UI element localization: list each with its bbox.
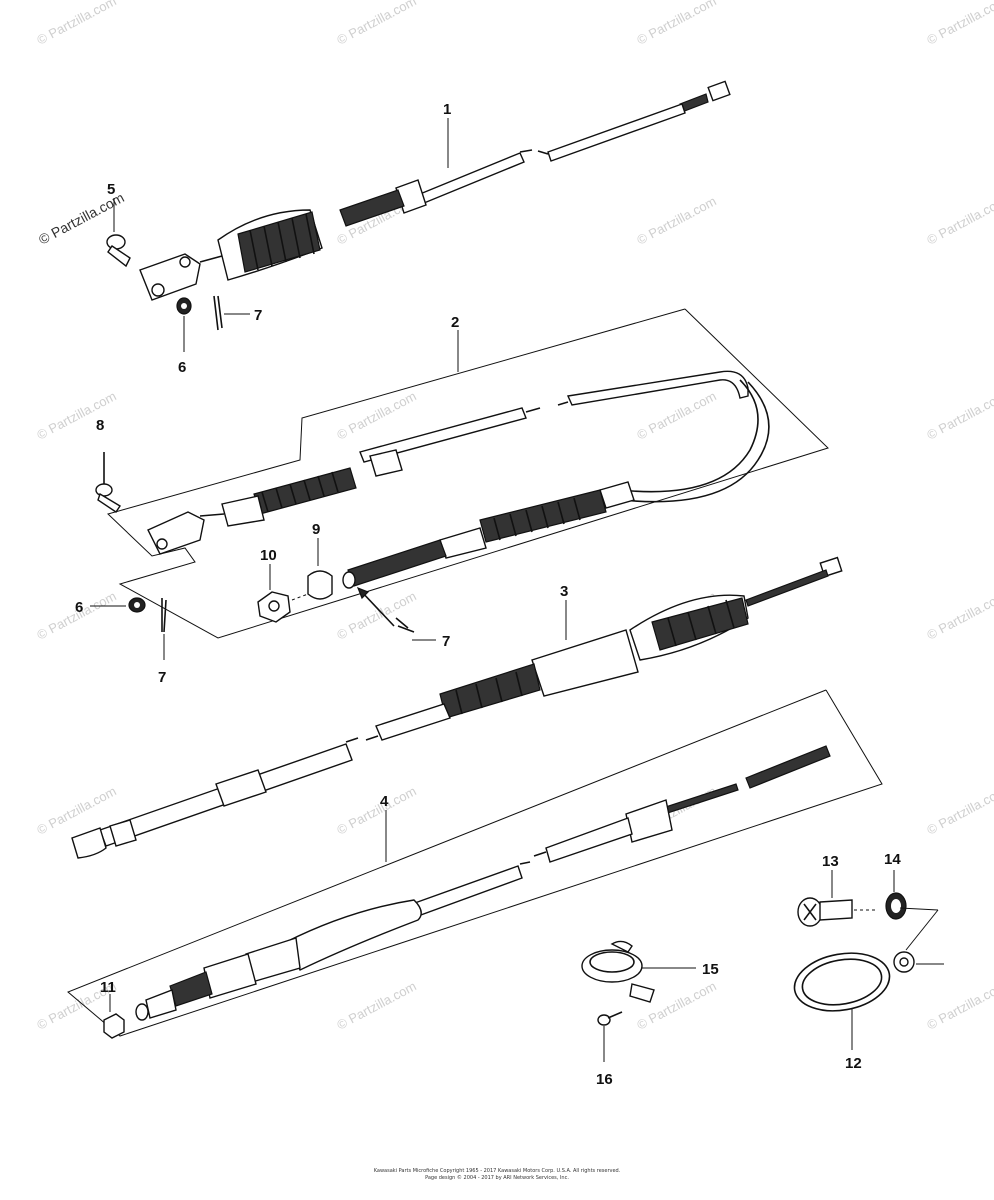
part-3-cable[interactable]	[71, 556, 843, 859]
part-13-screw[interactable]	[797, 870, 878, 927]
callout-14: 14	[884, 851, 901, 868]
watermark: © Partzilla.com	[34, 0, 118, 48]
watermark: © Partzilla.com	[924, 193, 994, 247]
callout-3: 3	[560, 583, 568, 600]
part-15-clamp[interactable]	[581, 940, 696, 1003]
watermark: © Partzilla.com	[924, 783, 994, 837]
copyright-line-1: Kawasaki Parts Microfiche Copyright 1965…	[373, 1168, 621, 1174]
copyright-line-2: Page design © 2004 - 2017 by ARI Network…	[425, 1175, 569, 1181]
callout-6: 6	[178, 359, 186, 376]
leader-lines	[113, 118, 567, 862]
watermark: © Partzilla.com	[924, 978, 994, 1032]
part-5-pin[interactable]	[106, 234, 131, 268]
callout-15: 15	[702, 961, 719, 978]
callout-1: 1	[443, 101, 451, 118]
callout-2: 2	[451, 314, 459, 331]
watermark: © Partzilla.com	[634, 0, 718, 48]
part-11-nut[interactable]	[103, 994, 125, 1039]
part-4-cable[interactable]	[135, 745, 831, 1021]
callout-7: 7	[254, 307, 262, 324]
callout-13: 13	[822, 853, 839, 870]
callout-6: 6	[75, 599, 83, 616]
part-2-group-outline	[107, 308, 829, 639]
part-14-washer[interactable]	[885, 870, 907, 920]
watermark: © Partzilla.com	[334, 783, 418, 837]
part-8-pin[interactable]	[95, 452, 121, 513]
watermark: © Partzilla.com	[924, 588, 994, 642]
part-9-collar[interactable]	[307, 538, 333, 600]
callout-4: 4	[380, 793, 389, 810]
part-16-screw[interactable]	[597, 1011, 623, 1062]
part-7-cotter-pin[interactable]	[356, 586, 436, 641]
watermark: © Partzilla.com	[334, 0, 418, 48]
part-10-nut[interactable]	[257, 564, 309, 623]
callout-11: 11	[100, 979, 116, 996]
callout-12: 12	[845, 1055, 862, 1072]
part-12-clamp[interactable]	[790, 907, 944, 1050]
part-1-cable[interactable]	[139, 80, 731, 301]
watermark: © Partzilla.com	[634, 978, 718, 1032]
watermark: © Partzilla.com	[34, 388, 118, 442]
callout-labels: 1 2 3 4 5 6 6 7 7 7 8 9 10 11 12 13 14 1…	[75, 101, 901, 1088]
callout-7: 7	[158, 669, 166, 686]
callout-8: 8	[96, 417, 104, 434]
watermark: © Partzilla.com	[634, 193, 718, 247]
callout-16: 16	[596, 1071, 613, 1088]
part-6-washer[interactable]	[90, 597, 146, 613]
part-7-cotter-pin[interactable]	[161, 598, 167, 660]
part-6-washer[interactable]	[176, 297, 192, 315]
part-2-cable[interactable]	[147, 370, 770, 589]
part-4-group-outline	[67, 689, 883, 1037]
callout-9: 9	[312, 521, 320, 538]
watermark: © Partzilla.com	[924, 388, 994, 442]
callout-7: 7	[442, 633, 450, 650]
watermark: © Partzilla.com	[334, 588, 418, 642]
watermark: © Partzilla.com	[634, 388, 718, 442]
watermark: © Partzilla.com	[334, 978, 418, 1032]
callout-5: 5	[107, 181, 115, 198]
part-7-cotter-pin[interactable]	[213, 295, 250, 331]
callout-10: 10	[260, 547, 277, 564]
watermark: © Partzilla.com	[924, 0, 994, 48]
